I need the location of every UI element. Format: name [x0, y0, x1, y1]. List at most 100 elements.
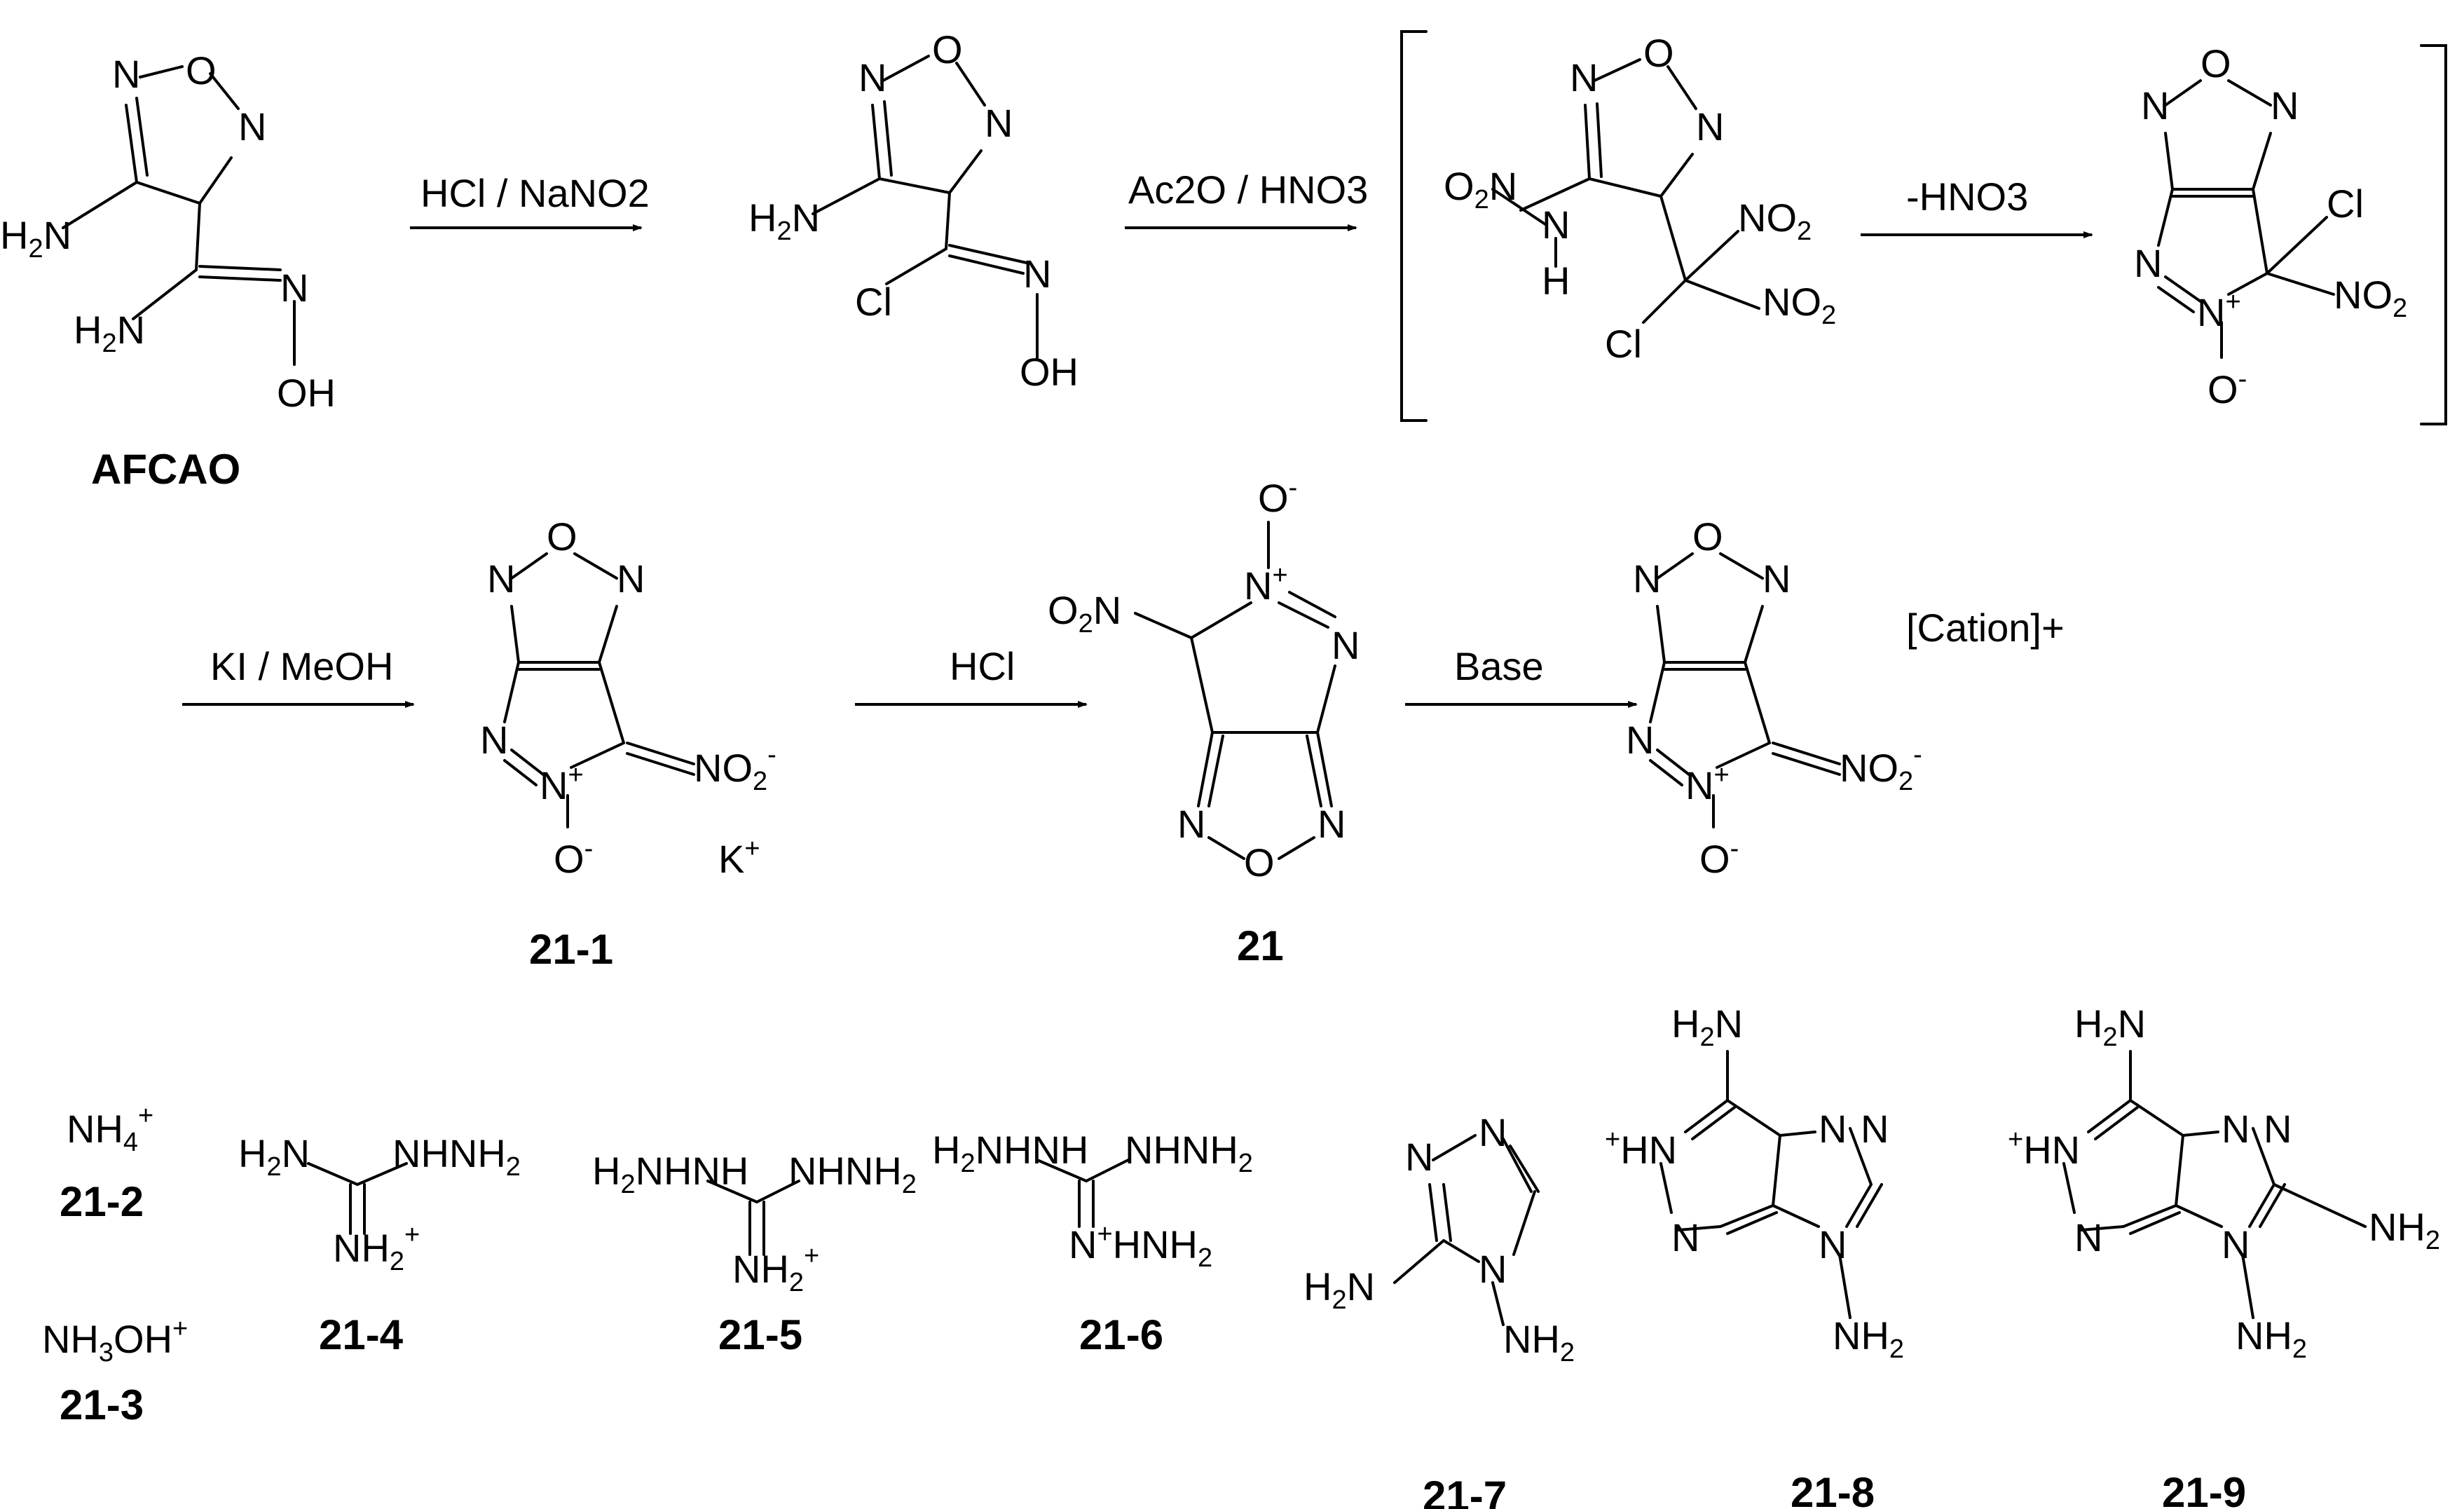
atom-n: N — [1671, 1215, 1699, 1259]
atom-n-plus: N+ — [540, 760, 584, 807]
atom-n: N — [1542, 203, 1570, 247]
nitro-o2n: O2N — [1048, 588, 1121, 639]
atom-n: N — [1479, 1247, 1507, 1291]
atom-h: H — [1542, 259, 1570, 303]
reagent-step5: HCl — [950, 644, 1015, 688]
atom-o-minus: O- — [2208, 364, 2247, 411]
protonated-hn: +HN — [2008, 1125, 2080, 1172]
step4-arrow: KI / MeOH — [182, 644, 415, 708]
atom-n: N — [2264, 1107, 2292, 1151]
chloro-cl: Cl — [1605, 322, 1642, 366]
atom-n: N — [2222, 1222, 2250, 1266]
atom-o: O — [186, 48, 217, 93]
label-afcao: AFCAO — [91, 446, 240, 493]
hydroxylammonium: NH3OH+ — [42, 1314, 188, 1367]
step3-arrow: -HNO3 — [1861, 175, 2093, 238]
atom-n: N — [1861, 1107, 1889, 1151]
hydroxyl-oh: OH — [1020, 350, 1079, 394]
ammonium: NH4+ — [67, 1101, 153, 1157]
atom-o-minus: O- — [1699, 834, 1739, 881]
compound-cyclized-intermediate: N O N N N+ O- Cl NO2 — [2134, 41, 2407, 411]
compound-nitramine-intermediate: N O N O2N N H NO2 NO2 Cl — [1444, 31, 1836, 366]
amino-h2n: H2N — [1671, 1002, 1743, 1052]
amino-nh2: NH2 — [1503, 1317, 1575, 1367]
label-21-6: 21-6 — [1079, 1311, 1163, 1358]
step6-arrow: Base — [1405, 644, 1638, 708]
cation-label: [Cation]+ — [1906, 606, 2065, 650]
atom-n: N — [1696, 104, 1724, 149]
cation-21-2: NH4+ 21-2 — [60, 1101, 153, 1225]
atom-o: O — [547, 514, 577, 559]
reagent-step6: Base — [1454, 644, 1544, 688]
amino-h2n: H2N — [1303, 1264, 1375, 1315]
atom-n: N — [280, 266, 308, 310]
hydrazino: NHNH2 — [392, 1131, 521, 1182]
step1-arrow: HCl / NaNO2 — [410, 171, 650, 231]
chloro-cl: Cl — [855, 280, 892, 324]
atom-n: N — [985, 101, 1013, 145]
nitronate-no2: NO2- — [1840, 740, 1922, 796]
amino-nh2: NH2 — [2236, 1313, 2307, 1364]
nitro-no2: NO2 — [1763, 280, 1836, 330]
compound-21-1: N O N N N+ NO2- O- K+ 21-1 — [480, 514, 776, 973]
atom-n: N — [1570, 55, 1598, 100]
label-21-3: 21-3 — [60, 1381, 144, 1428]
atom-o: O — [1692, 514, 1723, 559]
label-21-8: 21-8 — [1791, 1469, 1875, 1509]
atom-n: N — [2271, 83, 2299, 128]
chloro-cl: Cl — [2327, 182, 2364, 226]
label-21-5: 21-5 — [718, 1311, 802, 1358]
reagent-step4: KI / MeOH — [210, 644, 393, 688]
atom-n: N — [617, 557, 645, 601]
compound-afcao: N O N H2N H2N N OH AFCAO — [0, 48, 336, 493]
label-21: 21 — [1237, 922, 1284, 969]
reagent-step1: HCl / NaNO2 — [420, 171, 650, 215]
cation-21-8: H2N +HN N N N N NH2 21-8 — [1605, 1002, 1904, 1509]
label-21-9: 21-9 — [2162, 1469, 2246, 1509]
amino-h2n: H2N — [2074, 1002, 2146, 1052]
iminium: NH2+ — [732, 1241, 819, 1297]
atom-n: N — [858, 55, 887, 100]
label-21-7: 21-7 — [1423, 1473, 1507, 1509]
label-21-2: 21-2 — [60, 1178, 144, 1225]
bracket-left — [1400, 30, 1428, 422]
nitronate-no2: NO2- — [694, 740, 776, 796]
atom-n: N — [2074, 1215, 2102, 1259]
atom-o: O — [2201, 41, 2231, 86]
nitro-no2: NO2 — [1738, 196, 1812, 246]
atom-n: N — [480, 718, 508, 762]
atom-n: N — [1819, 1107, 1847, 1151]
atom-n: N — [112, 52, 140, 96]
hydrazinium: N+HNH2 — [1069, 1220, 1212, 1273]
hydrazino: NHNH2 — [1125, 1128, 1253, 1178]
atom-n: N — [1177, 802, 1205, 846]
amino-nh2: NH2 — [2369, 1205, 2440, 1255]
nitro-no2: NO2 — [2334, 273, 2407, 323]
step2-arrow: Ac2O / HNO3 — [1125, 168, 1368, 231]
amino-h2n: H2N — [748, 196, 820, 246]
atom-n: N — [1332, 623, 1360, 667]
label-21-4: 21-4 — [319, 1311, 404, 1358]
iminium: NH2+ — [333, 1220, 420, 1276]
cation-21-6: H2NHNH NHNH2 N+HNH2 21-6 — [932, 1128, 1253, 1358]
cation-21-9: H2N +HN N N N N NH2 NH2 21-9 — [2008, 1002, 2440, 1509]
atom-n: N — [1023, 252, 1051, 296]
amino-h2n: H2N — [238, 1131, 310, 1182]
nitro-o2n: O2N — [1444, 164, 1517, 214]
atom-o: O — [1244, 840, 1275, 885]
hydroxyl-oh: OH — [277, 371, 336, 415]
atom-n: N — [2222, 1107, 2250, 1151]
hydrazino: H2NHNH — [932, 1128, 1088, 1178]
atom-n: N — [1763, 557, 1791, 601]
amino-h2n: H2N — [0, 213, 71, 264]
atom-n: N — [1405, 1135, 1433, 1179]
atom-n: N — [1819, 1222, 1847, 1266]
compound-21-salt: N O N N N+ NO2- O- [Cation]+ — [1626, 514, 2065, 881]
cation-21-3: NH3OH+ 21-3 — [42, 1314, 188, 1428]
protonated-hn: +HN — [1605, 1125, 1677, 1172]
atom-n: N — [1626, 718, 1654, 762]
hydrazino: NHNH2 — [788, 1149, 917, 1199]
counterion-k: K+ — [718, 834, 760, 881]
compound-21: O- N+ O2N N N O N 21 — [1048, 473, 1360, 969]
